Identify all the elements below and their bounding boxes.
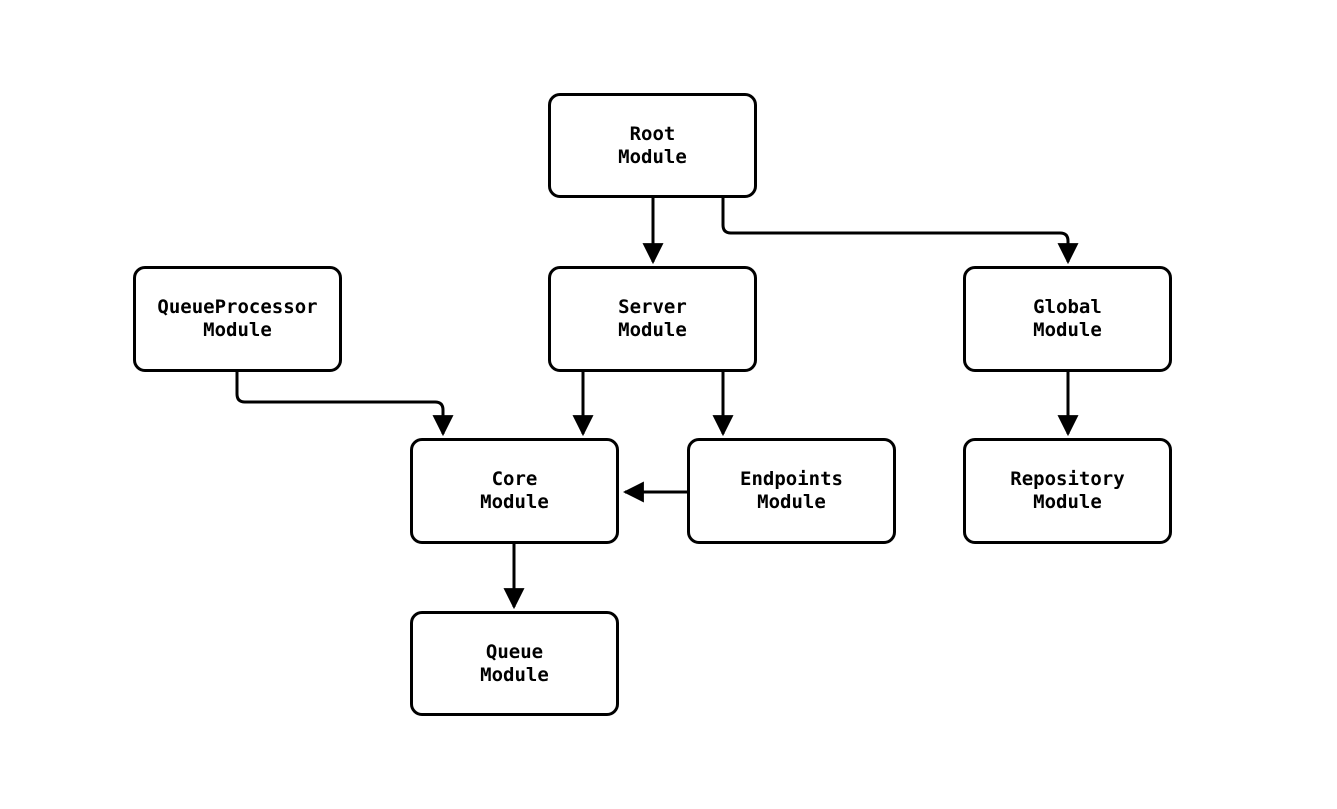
- node-label-line: Module: [1033, 491, 1102, 513]
- node-label-line: Global: [1033, 296, 1102, 318]
- node-label-line: Core: [491, 468, 538, 490]
- node-repository-module: Repository Module: [963, 438, 1172, 544]
- node-label-line: Server: [618, 296, 687, 318]
- node-queue-module: Queue Module: [410, 611, 619, 716]
- node-label-line: Module: [203, 319, 272, 341]
- node-global-module: Global Module: [963, 266, 1172, 372]
- node-server-module: Server Module: [548, 266, 757, 372]
- edge-root-to-global: [721, 198, 1079, 265]
- edge-queueprocessor-to-core: [235, 372, 454, 437]
- node-label-line: Module: [618, 319, 687, 341]
- node-label-line: QueueProcessor: [157, 296, 318, 318]
- node-label-line: Endpoints: [740, 468, 843, 490]
- node-core-module: Core Module: [410, 438, 619, 544]
- node-label-line: Module: [757, 491, 826, 513]
- node-queueprocessor-module: QueueProcessor Module: [133, 266, 342, 372]
- node-label-line: Module: [618, 145, 687, 168]
- node-endpoints-module: Endpoints Module: [687, 438, 896, 544]
- node-label-line: Module: [1033, 319, 1102, 341]
- node-label-line: Repository: [1010, 468, 1125, 490]
- node-label-line: Module: [480, 491, 549, 513]
- node-label-line: Module: [480, 663, 549, 686]
- node-label-line: Queue: [485, 640, 544, 663]
- node-label-line: Root: [629, 122, 676, 145]
- node-root-module: Root Module: [548, 93, 757, 198]
